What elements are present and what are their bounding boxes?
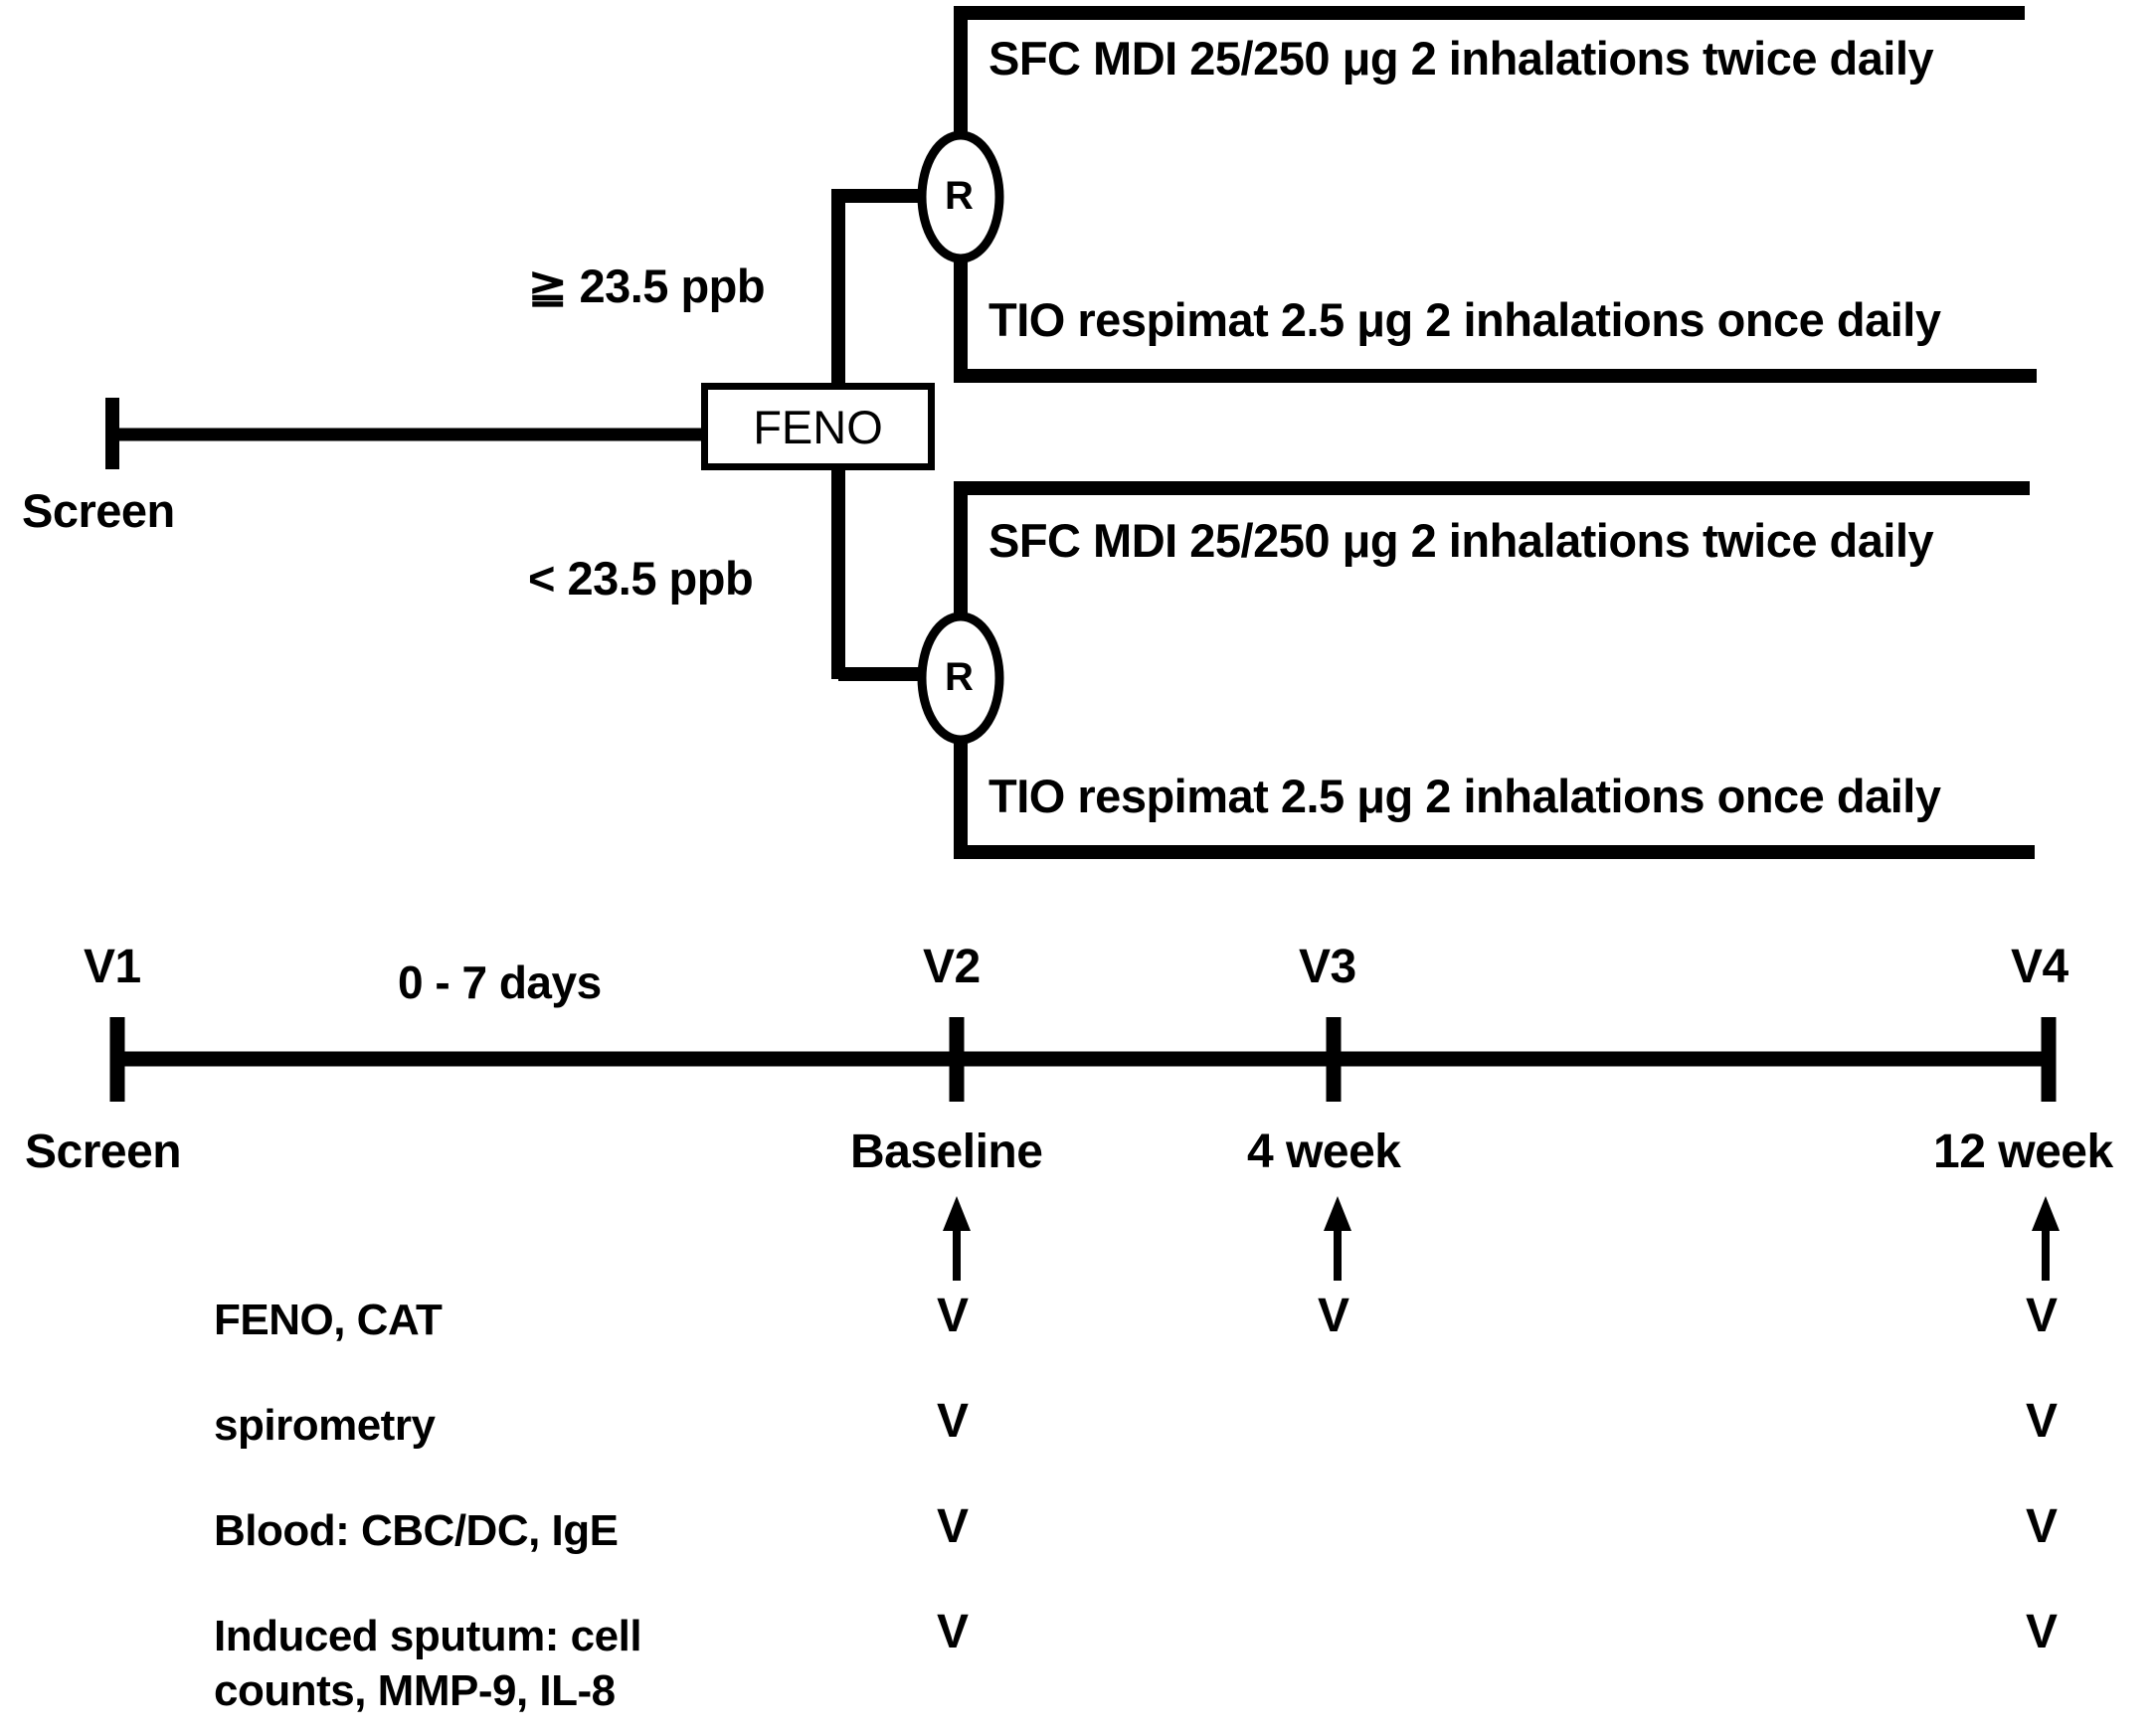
randomization-label-lower: R (945, 655, 974, 699)
assessment-mark-0-v4: V (2026, 1290, 2058, 1342)
assessment-mark-0-v3: V (1318, 1290, 1349, 1342)
feno-decision-box: FENO (701, 383, 935, 470)
visit-phase-v2: Baseline (850, 1126, 1043, 1178)
assessment-mark-3-v2: V (937, 1606, 969, 1658)
treatment-arm-high-tio: TIO respimat 2.5 μg 2 inhalations once d… (988, 293, 1941, 346)
visit-arrow-12week (2032, 1196, 2060, 1281)
visit-code-v2: V2 (923, 941, 981, 993)
visit-phase-v4: 12 week (1933, 1126, 2113, 1178)
treatment-arm-low-tio: TIO respimat 2.5 μg 2 inhalations once d… (988, 770, 1941, 822)
assessment-label-3: Induced sputum: cell counts, MMP-9, IL-8 (214, 1612, 642, 1715)
assessment-label-1: spirometry (214, 1401, 436, 1450)
timeline-interval-label: 0 - 7 days (398, 956, 602, 1008)
visit-phase-v3: 4 week (1247, 1126, 1401, 1178)
assessment-label-0: FENO, CAT (214, 1296, 443, 1344)
randomization-label-upper: R (945, 174, 974, 218)
flow-screen-label: Screen (22, 484, 175, 537)
feno-box-label: FENO (753, 400, 883, 453)
branch-criterion-low: < 23.5 ppb (528, 552, 754, 605)
assessment-mark-2-v4: V (2026, 1500, 2058, 1553)
treatment-arm-low-sfc: SFC MDI 25/250 μg 2 inhalations twice da… (988, 514, 1934, 567)
assessment-mark-1-v2: V (937, 1395, 969, 1448)
assessment-mark-0-v2: V (937, 1290, 969, 1342)
assessment-mark-1-v4: V (2026, 1395, 2058, 1448)
visit-code-v3: V3 (1299, 941, 1356, 993)
treatment-arm-high-sfc: SFC MDI 25/250 μg 2 inhalations twice da… (988, 32, 1934, 85)
assessment-mark-3-v4: V (2026, 1606, 2058, 1658)
visit-code-v1: V1 (84, 941, 141, 993)
visit-code-v4: V4 (2011, 941, 2068, 993)
visit-arrow-baseline (943, 1196, 971, 1281)
assessment-label-2: Blood: CBC/DC, IgE (214, 1506, 619, 1555)
branch-criterion-high: ≧ 23.5 ppb (528, 260, 766, 312)
visit-arrow-4week (1324, 1196, 1351, 1281)
visit-phase-v1: Screen (25, 1126, 182, 1178)
assessment-mark-2-v2: V (937, 1500, 969, 1553)
